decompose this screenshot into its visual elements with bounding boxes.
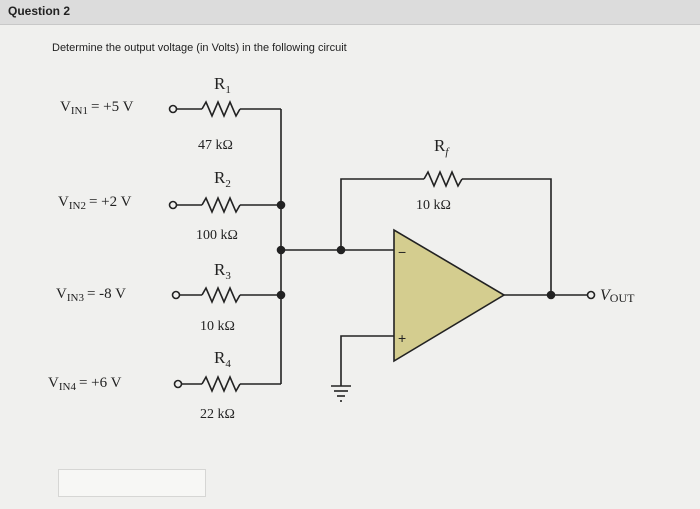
resistor-zigzag bbox=[201, 99, 241, 119]
junction-dot bbox=[276, 245, 286, 255]
input-terminal bbox=[168, 104, 178, 114]
resistance-value: 47 kΩ bbox=[198, 138, 233, 153]
resistance-value: 22 kΩ bbox=[200, 407, 235, 422]
input-terminal bbox=[168, 200, 178, 210]
question-prompt: Determine the output voltage (in Volts) … bbox=[52, 42, 347, 54]
input-1: VIN1= +5 V R1 47 kΩ bbox=[60, 74, 281, 153]
resistor-label: R2 bbox=[214, 168, 231, 190]
resistor-label: R1 bbox=[214, 74, 231, 96]
resistor-label: R4 bbox=[214, 348, 231, 370]
resistor-zigzag bbox=[201, 374, 241, 394]
resistor-zigzag bbox=[201, 285, 241, 305]
question-content: Determine the output voltage (in Volts) … bbox=[0, 25, 700, 509]
resistor-zigzag bbox=[423, 169, 463, 189]
resistor-label: Rf bbox=[434, 136, 450, 158]
ground-symbol bbox=[331, 385, 351, 402]
input-2: VIN2= +2 V R2 100 kΩ bbox=[58, 168, 286, 243]
input-terminal bbox=[171, 290, 181, 300]
input-3: VIN3= -8 V R3 10 kΩ bbox=[56, 260, 286, 334]
resistor-zigzag bbox=[201, 195, 241, 215]
junction-dot bbox=[546, 290, 556, 300]
ground-wire bbox=[340, 335, 394, 386]
resistance-value: 10 kΩ bbox=[416, 198, 451, 213]
inverting-symbol: − bbox=[398, 244, 406, 260]
input-terminal bbox=[173, 379, 183, 389]
question-title: Question 2 bbox=[8, 4, 71, 18]
question-header: Question 2 bbox=[0, 0, 700, 25]
input-label: VIN4= +6 V bbox=[48, 375, 122, 393]
output-terminal bbox=[586, 290, 596, 300]
resistance-value: 10 kΩ bbox=[200, 319, 235, 334]
feedback-resistor: Rf 10 kΩ bbox=[340, 136, 552, 295]
input-label: VIN2= +2 V bbox=[58, 194, 132, 212]
op-amp-triangle bbox=[393, 228, 506, 363]
input-label: VIN3= -8 V bbox=[56, 286, 126, 304]
input-4: VIN4= +6 V R4 22 kΩ bbox=[48, 348, 281, 422]
input-label: VIN1= +5 V bbox=[60, 99, 134, 117]
circuit-diagram: VIN1= +5 V R1 47 kΩ VIN2= +2 V R2 100 kΩ… bbox=[48, 74, 635, 422]
resistance-value: 100 kΩ bbox=[196, 228, 238, 243]
answer-input[interactable] bbox=[58, 469, 206, 497]
resistor-label: R3 bbox=[214, 260, 231, 282]
noninverting-symbol: + bbox=[398, 330, 406, 346]
op-amp: − + bbox=[393, 228, 506, 363]
output-label: VOUT bbox=[600, 287, 635, 305]
